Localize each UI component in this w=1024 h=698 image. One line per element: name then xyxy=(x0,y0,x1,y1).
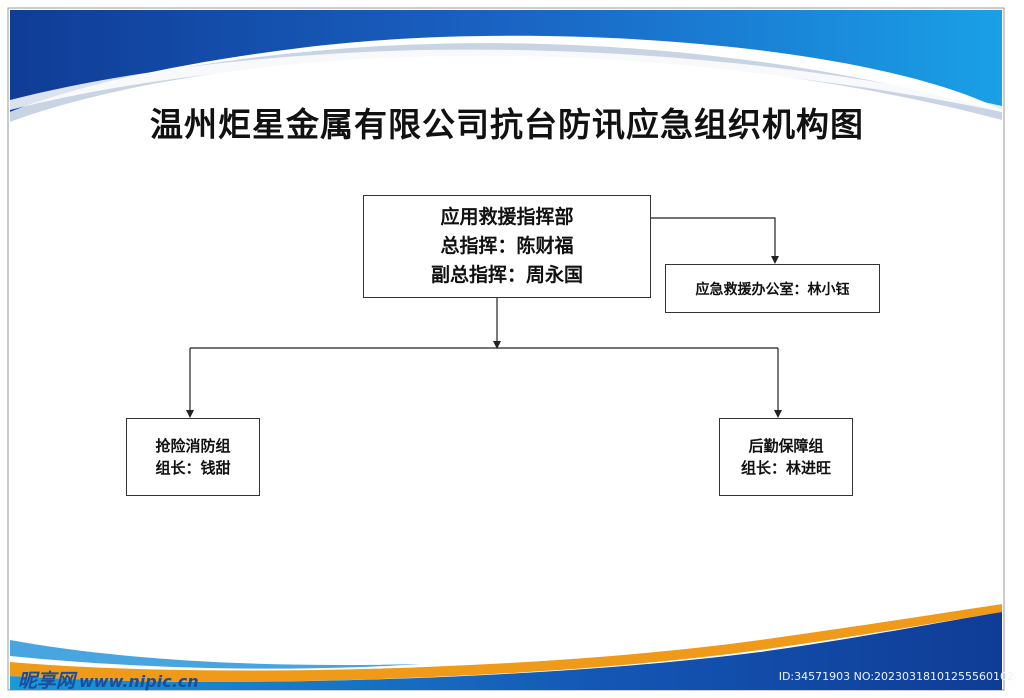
commander-label: 总指挥：陈财福 xyxy=(440,235,574,257)
command-center-name: 应用救援指挥部 xyxy=(440,206,574,228)
command-center-box: 应用救援指挥部 总指挥：陈财福 副总指挥：周永国 xyxy=(363,195,651,298)
connector-lines xyxy=(189,217,779,412)
emergency-office-label: 应急救援办公室：林小钰 xyxy=(695,281,850,298)
chart-title: 温州炬星金属有限公司抗台防讯应急组织机构图 xyxy=(150,105,864,144)
watermark-id: ID:34571903 NO:20230318101255560102 xyxy=(778,670,1014,683)
emergency-office-box: 应急救援办公室：林小钰 xyxy=(665,264,880,313)
deputy-commander-label: 副总指挥：周永国 xyxy=(430,264,583,286)
rescue-team-leader: 组长：钱甜 xyxy=(155,459,231,477)
watermark-site: www.nipic.cn xyxy=(79,672,199,691)
rescue-fire-team-box: 抢险消防组 组长：钱甜 xyxy=(126,418,260,496)
logistics-team-name: 后勤保障组 xyxy=(748,437,824,455)
watermark-brand-text: 昵享网 xyxy=(18,670,76,692)
logistics-team-box: 后勤保障组 组长：林进旺 xyxy=(719,418,853,496)
connector-arrowheads xyxy=(186,256,782,418)
logistics-team-leader: 组长：林进旺 xyxy=(740,459,831,477)
rescue-team-name: 抢险消防组 xyxy=(155,437,231,455)
